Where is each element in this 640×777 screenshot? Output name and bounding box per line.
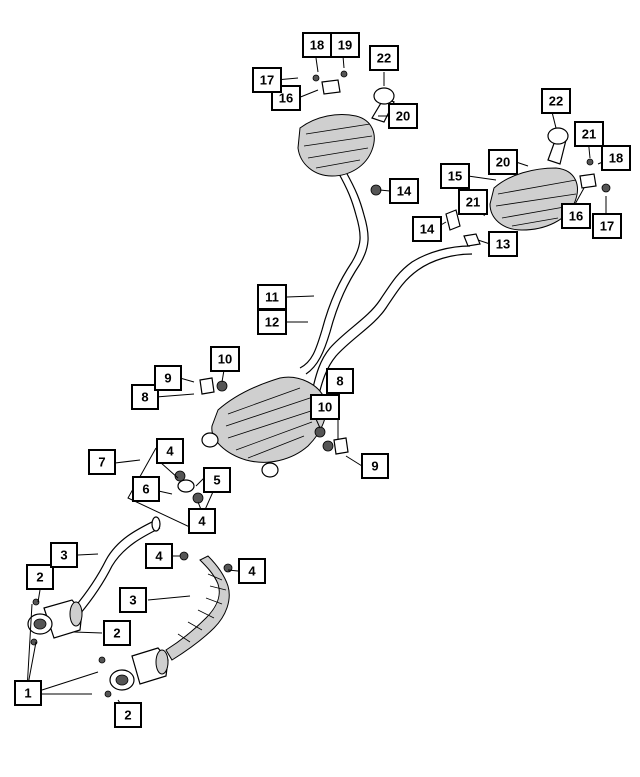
callout-21-left: 21 <box>458 189 488 215</box>
catalytic-converter-left <box>27 599 83 639</box>
callout-1-label: 1 <box>24 686 31 701</box>
callout-4-front-left-label: 4 <box>155 549 163 564</box>
callout-10-left: 10 <box>210 346 240 372</box>
callout-18-left-label: 18 <box>310 38 324 53</box>
callout-22-right: 22 <box>541 88 571 114</box>
callout-18-right: 18 <box>601 145 631 171</box>
callout-17-right: 17 <box>592 213 622 239</box>
intermediate-pipe-left <box>299 171 369 375</box>
callout-22-left: 22 <box>369 45 399 71</box>
hangers-and-clamps <box>30 70 611 698</box>
callout-17-right-label: 17 <box>600 219 614 234</box>
callout-11: 11 <box>257 284 287 310</box>
callout-2-mid: 2 <box>103 620 131 646</box>
callout-16-left-label: 16 <box>279 91 293 106</box>
front-pipe-right <box>165 555 230 661</box>
callout-22-left-label: 22 <box>377 51 391 66</box>
callout-8-left: 8 <box>131 384 159 410</box>
callout-2-top: 2 <box>26 564 54 590</box>
callout-20-right: 20 <box>488 149 518 175</box>
callout-2-mid-label: 2 <box>113 626 120 641</box>
callout-21-left-label: 21 <box>466 195 480 210</box>
callout-10-left-label: 10 <box>218 352 232 367</box>
intermediate-pipe-right <box>311 245 473 399</box>
callout-6-label: 6 <box>142 482 149 497</box>
callout-4-front-left: 4 <box>145 543 173 569</box>
callout-5: 5 <box>203 467 231 493</box>
callout-8-right-label: 8 <box>336 374 343 389</box>
center-resonator <box>201 376 327 478</box>
callout-9-right: 9 <box>361 453 389 479</box>
callout-12: 12 <box>257 309 287 335</box>
callout-4-front-right-label: 4 <box>248 564 256 579</box>
callout-10-right-label: 10 <box>318 400 332 415</box>
callout-15: 15 <box>440 163 470 189</box>
catalytic-converter-right <box>109 647 169 691</box>
callout-9-right-label: 9 <box>371 459 378 474</box>
callout-9-left: 9 <box>154 365 182 391</box>
callout-18-right-label: 18 <box>609 151 623 166</box>
callout-5-label: 5 <box>213 473 220 488</box>
callout-18-left: 18 <box>302 32 332 58</box>
callout-4-upper-label: 4 <box>166 444 174 459</box>
callout-3-right: 3 <box>119 587 147 613</box>
muffler-left <box>297 87 395 177</box>
callout-20-right-label: 20 <box>496 155 510 170</box>
callout-12-label: 12 <box>265 315 279 330</box>
callout-6: 6 <box>132 476 160 502</box>
callout-16-right-label: 16 <box>569 209 583 224</box>
callout-2-bottom-label: 2 <box>124 708 131 723</box>
callout-7: 7 <box>88 449 116 475</box>
callout-2-bottom: 2 <box>114 702 142 728</box>
callout-11-label: 11 <box>265 290 279 305</box>
muffler-right <box>489 127 578 231</box>
callout-21-right-label: 21 <box>582 127 596 142</box>
callout-20-left-label: 20 <box>396 109 410 124</box>
callout-4-lower: 4 <box>188 508 216 534</box>
callout-14-right-label: 14 <box>420 222 435 237</box>
callout-15-label: 15 <box>448 169 462 184</box>
callout-4-upper: 4 <box>156 438 184 464</box>
callout-19-label: 19 <box>338 38 352 53</box>
callout-21-right: 21 <box>574 121 604 147</box>
callout-7-label: 7 <box>98 455 105 470</box>
front-pipe-left <box>73 516 161 615</box>
callout-17-left: 17 <box>252 67 282 93</box>
callout-13: 13 <box>488 231 518 257</box>
callout-20-left: 20 <box>388 103 418 129</box>
callout-14-right: 14 <box>412 216 442 242</box>
callout-10-right: 10 <box>310 394 340 420</box>
callout-1: 1 <box>14 680 42 706</box>
callout-2-top-label: 2 <box>36 570 43 585</box>
callout-4-lower-label: 4 <box>198 514 206 529</box>
callout-8-left-label: 8 <box>141 390 148 405</box>
callout-9-left-label: 9 <box>164 371 171 386</box>
callout-17-left-label: 17 <box>260 73 274 88</box>
callout-4-front-right: 4 <box>238 558 266 584</box>
callout-19: 19 <box>330 32 360 58</box>
callout-8-right: 8 <box>326 368 354 394</box>
callout-3-left: 3 <box>50 542 78 568</box>
callout-3-right-label: 3 <box>129 593 136 608</box>
callout-14-left-label: 14 <box>397 184 412 199</box>
callout-22-right-label: 22 <box>549 94 563 109</box>
callout-13-label: 13 <box>496 237 510 252</box>
callout-14-left: 14 <box>389 178 419 204</box>
callout-3-left-label: 3 <box>60 548 67 563</box>
callout-16-right: 16 <box>561 203 591 229</box>
